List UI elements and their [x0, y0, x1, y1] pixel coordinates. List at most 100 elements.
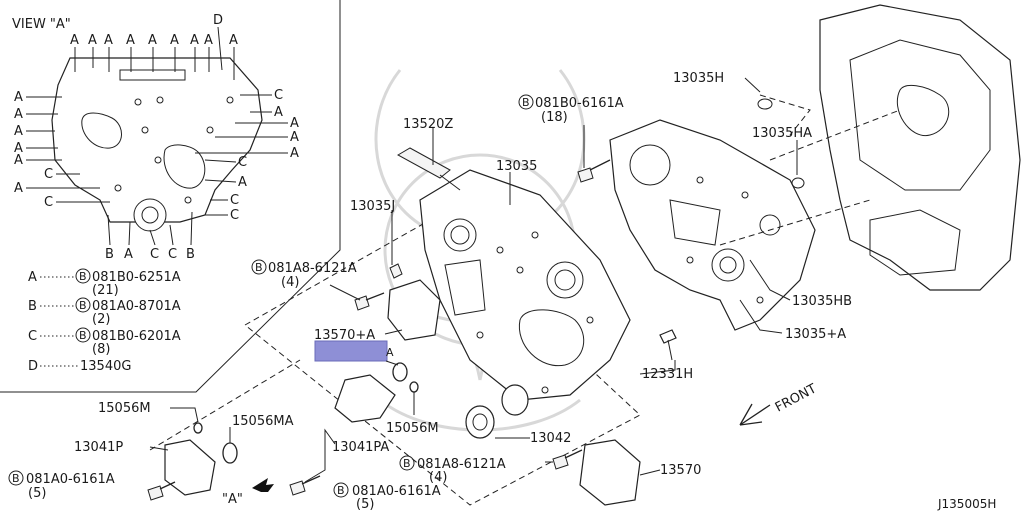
o-ring-15056M [193, 422, 203, 434]
svg-text:A: A [274, 105, 283, 120]
crank-seal [501, 384, 529, 416]
label-13035J: 13035J [350, 199, 395, 214]
svg-text:A: A [28, 270, 37, 285]
guide-line [149, 359, 301, 451]
label-12331H: 12331H [642, 367, 693, 382]
assembly-guide-box [244, 219, 641, 506]
diagram-id: J135005H [937, 497, 996, 511]
view-a-title: VIEW "A" [12, 17, 71, 32]
svg-text:C: C [150, 247, 159, 262]
label-13041P: 13041P [74, 440, 123, 455]
bolt-circle-icon [251, 259, 267, 275]
qty-081A8-6121A-bottom: (4) [429, 470, 447, 485]
svg-text:081A0-8701A: 081A0-8701A [92, 299, 181, 314]
svg-text:A: A [104, 33, 113, 48]
svg-text:A: A [290, 116, 299, 131]
svg-text:B: B [79, 329, 87, 342]
svg-text:A: A [126, 33, 135, 48]
label-13520Z: 13520Z [403, 117, 453, 132]
svg-text:A: A [14, 181, 23, 196]
svg-text:081B0-6201A: 081B0-6201A [92, 329, 181, 344]
svg-text:A: A [190, 33, 199, 48]
svg-text:B: B [105, 247, 114, 262]
label-13041PA: 13041PA [332, 440, 389, 455]
bolts [147, 159, 611, 501]
label-081B0-6161A: 081B0-6161A [535, 96, 624, 111]
svg-text:A: A [148, 33, 157, 48]
svg-text:A: A [14, 124, 23, 139]
bolt-circle-icon [518, 94, 534, 110]
leader-lines [149, 77, 798, 483]
label-15056M-center: 15056M [386, 421, 439, 436]
label-13570: 13570 [660, 463, 701, 478]
bolt-circle-icon [399, 455, 415, 471]
highlight-box [314, 340, 388, 362]
oil-seal-13042 [465, 405, 495, 439]
svg-text:C: C [230, 208, 239, 223]
qty-081A8-6121A-top: (4) [281, 275, 299, 290]
label-081A8-6121A-bottom: 081A8-6121A [417, 457, 506, 472]
svg-text:B: B [28, 299, 37, 314]
svg-text:A: A [88, 33, 97, 48]
bolt-circle-icon [8, 470, 24, 486]
label-13035: 13035 [496, 159, 537, 174]
label-15056M-left: 15056M [98, 401, 151, 416]
svg-text:A: A [14, 90, 23, 105]
svg-text:B: B [255, 261, 263, 274]
label-13042: 13042 [530, 431, 571, 446]
svg-text:A: A [229, 33, 238, 48]
bolt-circle-icon [333, 482, 349, 498]
qty-081A0-6161A-right: (5) [356, 497, 374, 511]
dowel-12331H [659, 329, 677, 344]
svg-text:A: A [290, 130, 299, 145]
view-a-legend: A B 081B0-6251A (21) B B 081A0-8701A (2)… [28, 268, 181, 374]
svg-text:A: A [204, 33, 213, 48]
svg-text:B: B [79, 270, 87, 283]
label-view-a-arrow: "A" [222, 492, 243, 507]
svg-text:C: C [44, 167, 53, 182]
o-ring-15056MA [222, 442, 238, 464]
label-13035HB: 13035HB [792, 294, 852, 309]
svg-text:C: C [274, 88, 283, 103]
label-081A8-6121A-top: 081A8-6121A [268, 261, 357, 276]
view-a-cover [51, 57, 263, 232]
svg-text:B: B [403, 457, 411, 470]
label-13035A: 13035+A [785, 327, 846, 342]
label-15056MA: 15056MA [232, 414, 294, 429]
qty-081A0-6161A-left: (5) [28, 486, 46, 501]
svg-text:(21): (21) [92, 283, 119, 298]
view-a-letter-d: D [213, 13, 223, 28]
chain-guide-13520Z [396, 147, 461, 191]
o-ring-1 [392, 362, 408, 382]
svg-text:B: B [79, 299, 87, 312]
seal-guide [759, 94, 811, 136]
view-a-right-letters: C A A A A C A C C [195, 88, 299, 223]
svg-text:A: A [14, 153, 23, 168]
svg-text:C: C [168, 247, 177, 262]
svg-text:A: A [70, 33, 79, 48]
engine-guide-lines [719, 109, 901, 246]
svg-text:A: A [14, 107, 23, 122]
svg-text:(2): (2) [92, 312, 110, 327]
view-a-bottom-letters: B A C C B [105, 211, 195, 262]
svg-text:D: D [28, 359, 38, 374]
view-a-arrow-icon [252, 478, 274, 492]
qty-081B0-6161A: (18) [541, 110, 568, 125]
svg-text:B: B [186, 247, 195, 262]
front-cover-13035 [419, 169, 631, 401]
rear-cover-13035A [609, 119, 816, 331]
svg-text:C: C [238, 155, 247, 170]
view-a-frame [0, 0, 341, 393]
view-a-top-letters: A A A A A A A A A [70, 33, 238, 80]
cover-13041PA [334, 374, 396, 423]
svg-text:B: B [522, 96, 530, 109]
label-081A0-6161A-right: 081A0-6161A [352, 484, 441, 499]
gasket-13570A [387, 279, 441, 341]
label-13035HA: 13035HA [752, 126, 812, 141]
svg-text:A: A [238, 175, 247, 190]
svg-text:A: A [124, 247, 133, 262]
label-081A0-6161A-left: 081A0-6161A [26, 472, 115, 487]
front-arrow-icon [739, 403, 771, 426]
